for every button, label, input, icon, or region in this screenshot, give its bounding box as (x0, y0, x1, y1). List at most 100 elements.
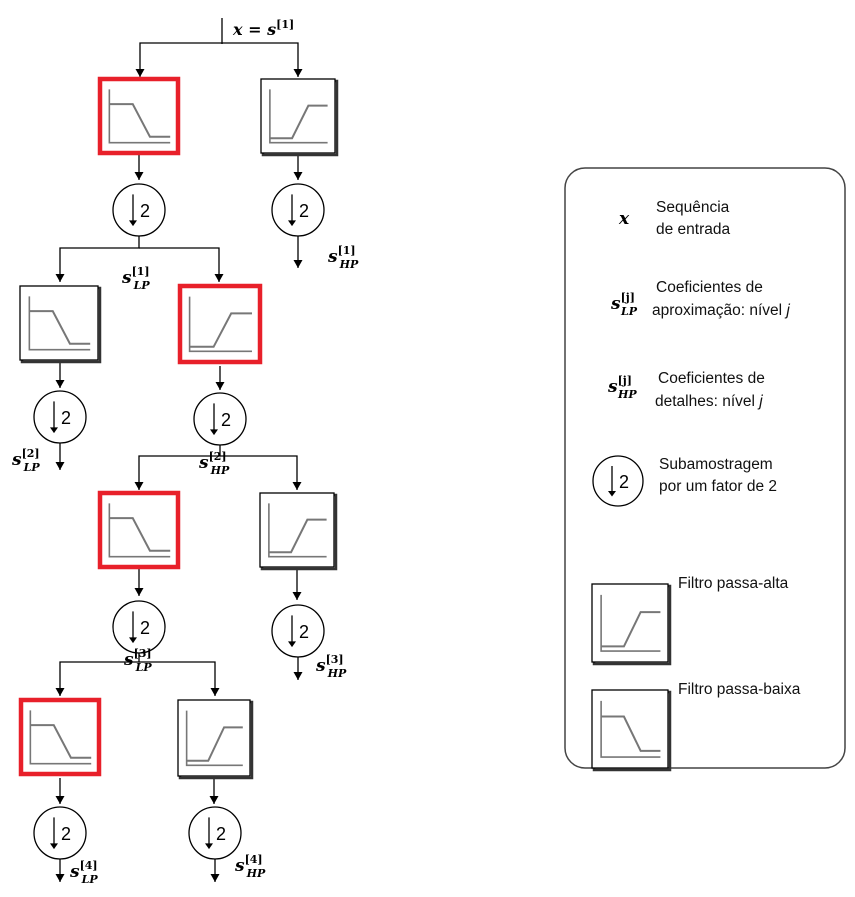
filter-lp-4-axes (29, 710, 92, 765)
legend-lp-text-1: Coeficientes de (656, 279, 763, 296)
legend-x-text-1: Sequência (656, 199, 730, 216)
filter-lp-2-axes (28, 296, 91, 351)
wire-lp3-down-arrowhead (134, 588, 144, 596)
wire-split4-left-arrowhead (55, 688, 65, 696)
legend-downsampler-arrowhead (608, 491, 616, 497)
wire-lp2-down-arrowhead (55, 380, 65, 388)
wire-lp4-out (55, 859, 65, 882)
wire-lp2-down (55, 362, 65, 388)
downsampler-hp2-circle (193, 392, 247, 446)
filter-hp-1-axes (269, 89, 328, 144)
legend-hp-text-2: detalhes: nível j (655, 393, 763, 410)
wire-split2-left (55, 236, 140, 282)
downsampler-lp3: 2 (112, 600, 166, 654)
wire-split1-left (135, 42, 222, 77)
filter-hp-1 (260, 78, 339, 157)
legend-downsampler: 2 (592, 455, 644, 507)
filter-hp-4 (177, 699, 254, 780)
wire-split1-left-arrowhead (135, 69, 145, 77)
filter-hp-2 (177, 283, 263, 365)
filter-lp-4 (18, 697, 102, 777)
legend-lowpass-icon (591, 689, 672, 772)
downsampler-hp2-factor: 2 (221, 410, 231, 430)
wire-hp4-out-arrowhead (210, 874, 220, 882)
wire-hp3-out (293, 657, 303, 680)
wire-split3-left (134, 445, 221, 490)
filter-lp-4-response-curve (30, 724, 92, 759)
legend-x-symbol: x (618, 209, 630, 229)
wire-lp4-out-arrowhead (55, 874, 65, 882)
filter-hp-3-axes (268, 503, 327, 558)
downsampler-lp2-arrowhead (50, 427, 58, 434)
downsampler-hp3-factor: 2 (299, 622, 309, 642)
downsampler-lp1: 2 (112, 183, 166, 237)
signal-label-hp2: s[2]HP (198, 450, 230, 477)
wire-hp2-down (215, 366, 225, 390)
filter-lp-3 (97, 490, 181, 570)
signal-label-hp3: s[3]HP (315, 653, 347, 680)
legend-highpass-text: Filtro passa-alta (678, 575, 789, 592)
wire-split3-right-arrowhead (292, 482, 302, 490)
legend-downsampler-icon: 2 (592, 455, 644, 507)
filter-hp-1-response-curve (269, 104, 328, 140)
signal-labels: s[1]LP s[1]HP s[2]LP s[2]HP s[3]LP s[3]H… (11, 244, 359, 886)
legend-highpass-filter-axes (600, 594, 661, 652)
legend-x-text-2: de entrada (656, 221, 730, 238)
filter-hp-4-axes (185, 710, 243, 767)
wire-hp4-out (210, 859, 220, 882)
downsampler-lp2-factor: 2 (61, 408, 71, 428)
filter-hp-3-frame (259, 492, 335, 568)
filter-boxes (18, 76, 339, 780)
filter-hp-2-axes (188, 296, 252, 353)
wire-split1-left-line (139, 42, 222, 77)
legend-lowpass-filter-response-curve (601, 715, 661, 752)
downsampler-hp2-arrowhead (210, 429, 218, 436)
downsampler-lp2: 2 (33, 390, 87, 444)
filter-hp-2-response-curve (189, 312, 252, 348)
wire-hp1-out-arrowhead (293, 260, 303, 268)
downsampler-lp1-circle (112, 183, 166, 237)
wire-split3-left-arrowhead (134, 482, 144, 490)
downsampler-lp4-factor: 2 (61, 824, 71, 844)
downsampler-lp3-circle (112, 600, 166, 654)
legend-lowpass-filter (591, 689, 672, 772)
legend-highpass-filter-response-curve (601, 611, 661, 648)
filter-hp-3-response-curve (268, 518, 327, 554)
wire-hp1-down-arrowhead (293, 172, 303, 180)
signal-label-lp4: s[4]LP (69, 859, 98, 886)
downsampler-lp4-arrowhead (50, 843, 58, 850)
wire-split3-left-line (138, 445, 221, 490)
wire-split1-right-line (222, 42, 299, 77)
signal-label-hp1: s[1]HP (327, 244, 359, 271)
downsampler-hp3-arrowhead (288, 641, 296, 648)
wire-hp3-down (292, 569, 302, 600)
wire-split2-left-line (59, 236, 140, 282)
downsampler-hp4-arrowhead (205, 843, 213, 850)
legend-lowpass-text: Filtro passa-baixa (678, 681, 801, 698)
downsampler-lp3-arrowhead (129, 637, 137, 644)
legend-lp-text-2: aproximação: nível j (652, 302, 790, 319)
connection-wires (55, 42, 303, 882)
wire-hp3-down-arrowhead (292, 592, 302, 600)
downsampler-hp4: 2 (188, 806, 242, 860)
signal-label-hp4: s[4]HP (234, 853, 266, 880)
wire-lp2-out-arrowhead (55, 462, 65, 470)
filter-lp-1-axes (108, 89, 171, 144)
downsampler-nodes: 2 2 2 2 2 2 2 2 (33, 183, 325, 860)
wire-lp1-down-arrowhead (134, 172, 144, 180)
downsampler-hp1-factor: 2 (299, 201, 309, 221)
signal-label-lp3: s[3]LP (123, 647, 152, 674)
downsampler-hp1-circle (271, 183, 325, 237)
legend-down-text-1: Subamostragem (659, 456, 773, 473)
wire-split1-right (222, 42, 303, 77)
downsampler-hp4-factor: 2 (216, 824, 226, 844)
wire-split4-left-line (59, 653, 140, 696)
legend-downsampler-factor: 2 (619, 472, 629, 492)
legend-hp-text-1: Coeficientes de (658, 370, 765, 387)
downsampler-lp1-factor: 2 (140, 201, 150, 221)
wire-lp1-down (134, 155, 144, 180)
wire-split4-right-line (139, 661, 216, 696)
wire-split4-right (139, 661, 220, 696)
wire-split2-right-line (139, 247, 220, 282)
wire-lp3-down (134, 569, 144, 596)
